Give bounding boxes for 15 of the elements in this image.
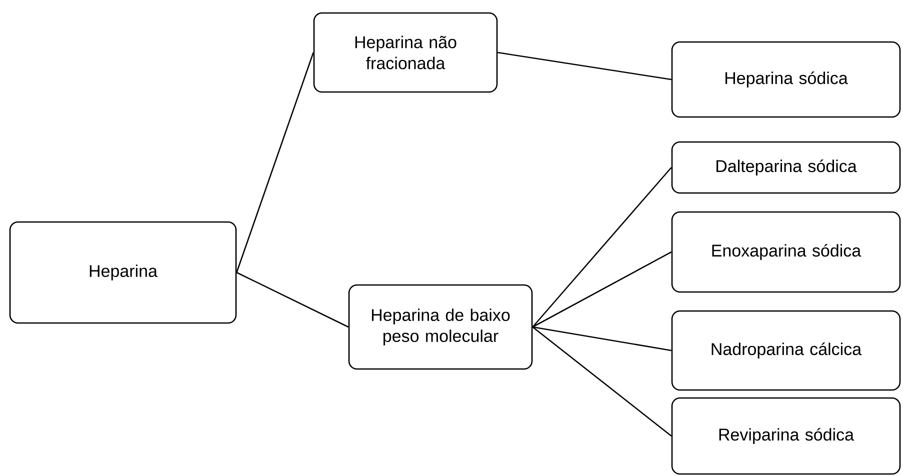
connector-line: [532, 326, 672, 352]
process-box: Reviparina sódica: [671, 397, 901, 475]
process-box: Heparina: [9, 221, 237, 324]
process-box: Dalteparina sódica: [671, 141, 901, 194]
process-box: Enoxaparina sódica: [671, 211, 901, 293]
connector-line: [532, 251, 672, 328]
process-box: Nadroparina cálcica: [671, 310, 901, 391]
process-box: Heparina não fracionada: [313, 12, 498, 93]
process-box: Heparina sódica: [671, 41, 901, 118]
connector-line: [532, 326, 672, 436]
connector-line: [236, 272, 349, 328]
connector-line: [532, 167, 672, 328]
connector-line: [236, 52, 314, 273]
process-box: Heparina de baixo peso molecular: [348, 284, 533, 370]
connector-line: [498, 52, 672, 80]
